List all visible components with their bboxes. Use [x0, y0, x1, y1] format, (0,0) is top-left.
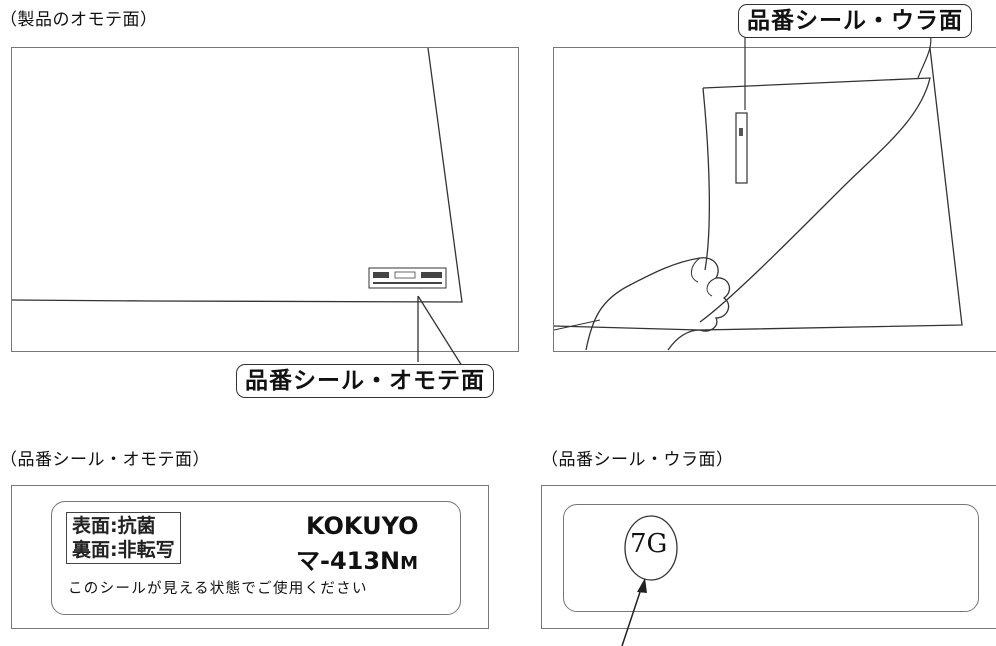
seal-front-label [51, 501, 461, 615]
model-number-main: マ-413N [296, 547, 401, 575]
caption-product-front: （製品のオモテ面） [0, 10, 158, 30]
caption-seal-back: （品番シール・ウラ面） [541, 450, 734, 470]
caption-seal-front: （品番シール・オモテ面） [0, 450, 210, 470]
brand-name: KOKUYO [306, 512, 419, 540]
model-number-suffix: M [400, 553, 419, 574]
surface-front-line: 表面:抗菌 [72, 515, 156, 537]
lot-code: 7G [630, 529, 668, 559]
callout-seal-back: 品番シール・ウラ面 [738, 4, 972, 38]
callout-seal-front: 品番シール・オモテ面 [236, 364, 494, 398]
surface-back-line: 裏面:非転写 [72, 539, 175, 561]
usage-notice: このシールが見える状態でご使用ください [68, 581, 368, 597]
seal-back-label [563, 504, 979, 612]
model-number: マ-413NM [296, 541, 418, 576]
surface-info-box: 表面:抗菌 裏面:非転写 [66, 512, 181, 564]
